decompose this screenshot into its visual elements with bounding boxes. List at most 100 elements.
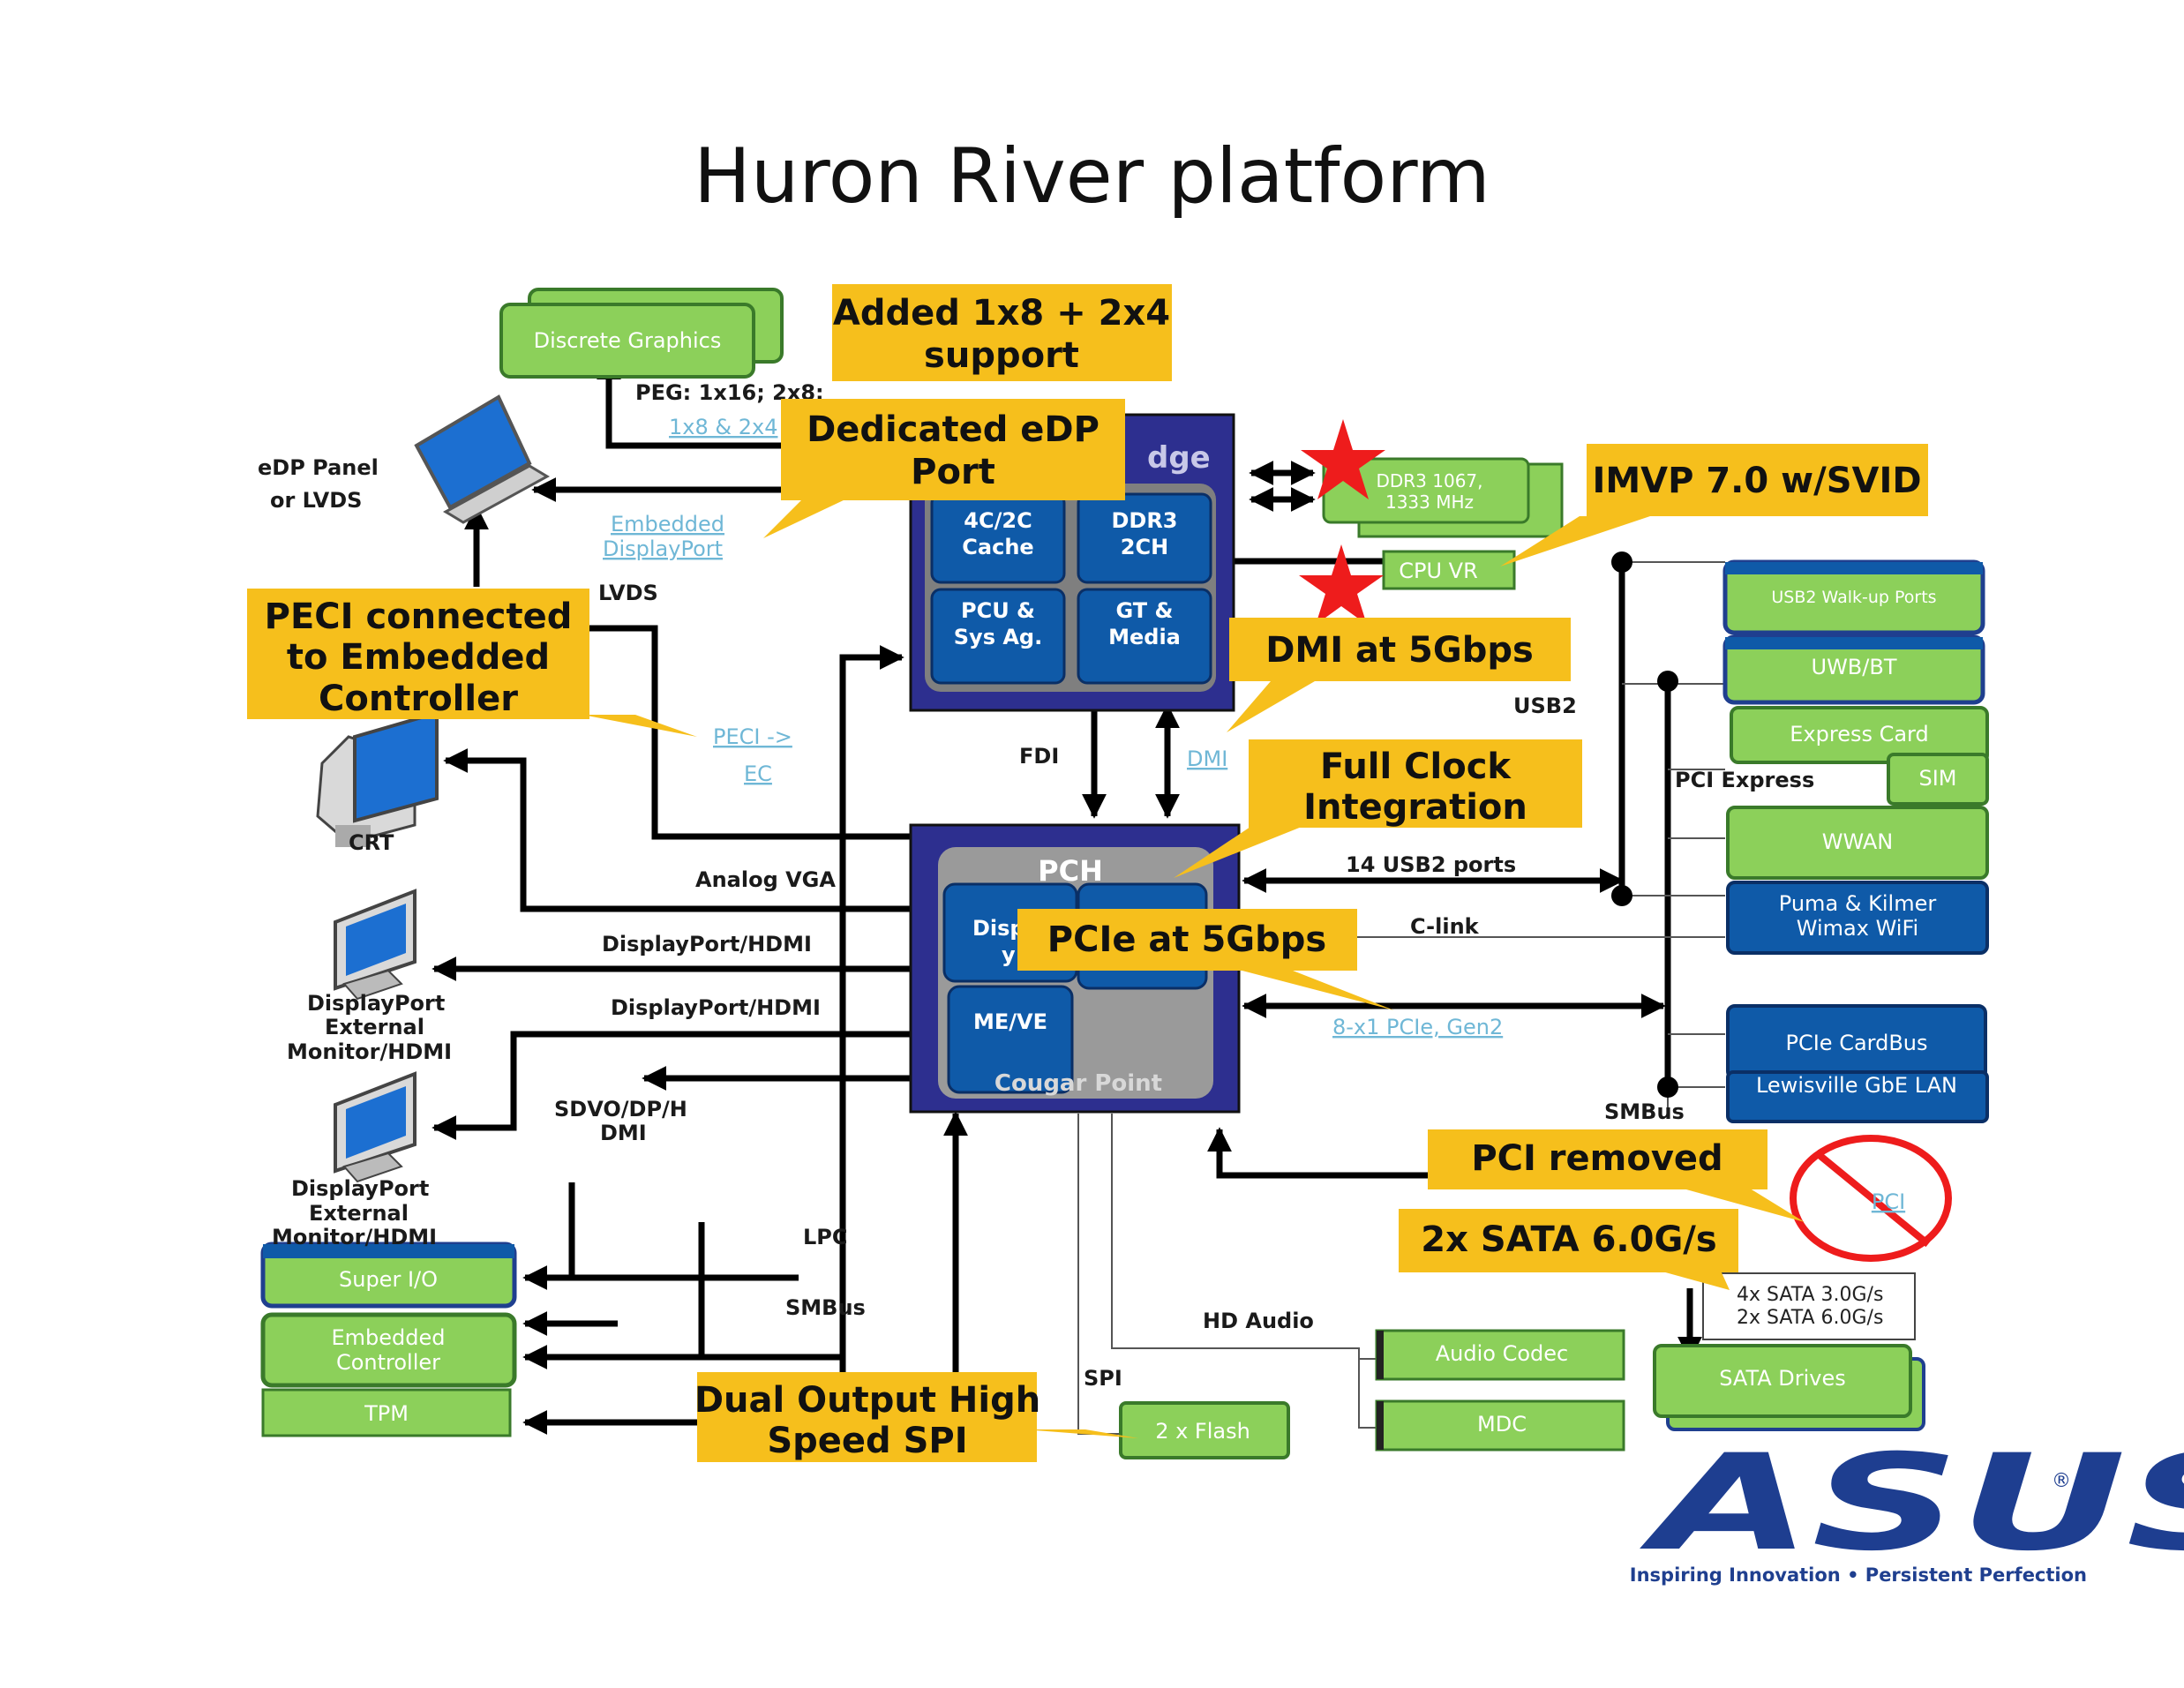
svg-text:PCIe at 5Gbps: PCIe at 5Gbps — [1047, 919, 1326, 960]
svg-text:y: y — [1002, 942, 1016, 967]
pci-removed-icon: PCI — [1790, 1135, 1952, 1262]
svg-text:CPU VR: CPU VR — [1399, 559, 1478, 583]
callout-added-support: Added 1x8 + 2x4 support — [832, 284, 1172, 381]
cpu-cell: PCU & Sys Ag. — [930, 588, 1066, 685]
lvds-label: LVDS — [598, 581, 658, 605]
express-card-box: Express Card — [1730, 706, 1989, 764]
svg-text:MDC: MDC — [1477, 1412, 1527, 1437]
pci-express-label: PCI Express — [1675, 768, 1814, 792]
svg-text:DisplayPort: DisplayPort — [307, 991, 445, 1016]
peci-link: PECI -> — [713, 724, 792, 749]
svg-text:PCIe CardBus: PCIe CardBus — [1785, 1031, 1927, 1055]
svg-text:Controller: Controller — [319, 679, 518, 719]
svg-text:WWAN: WWAN — [1822, 829, 1894, 854]
sata-drives-box: SATA Drives — [1653, 1344, 1925, 1431]
bus-dots — [1611, 551, 1678, 1098]
peci-link-2: EC — [744, 761, 772, 786]
svg-text:Media: Media — [1108, 625, 1181, 649]
analog-vga-label: Analog VGA — [695, 867, 836, 892]
callout-imvp: IMVP 7.0 w/SVID — [1500, 444, 1928, 566]
hd-audio-label: HD Audio — [1203, 1309, 1314, 1333]
svg-text:Super I/O: Super I/O — [339, 1267, 438, 1292]
mdc-box: MDC — [1375, 1399, 1625, 1452]
svg-text:Puma & Kilmer: Puma & Kilmer — [1779, 891, 1937, 916]
svg-text:Discrete Graphics: Discrete Graphics — [534, 328, 722, 353]
super-io-box: Super I/O — [260, 1242, 517, 1309]
me-ve-label: ME/VE — [973, 1009, 1047, 1034]
discrete-graphics-box: Discrete Graphics — [499, 288, 784, 379]
svg-text:Embedded: Embedded — [331, 1325, 445, 1350]
asus-logo: ASUS ® Inspiring Innovation • Persistent… — [1630, 1426, 2184, 1586]
dp-hdmi-2-connector — [432, 1031, 913, 1140]
sdvo-label: SDVO/DP/H — [554, 1097, 687, 1122]
svg-text:GT &: GT & — [1116, 598, 1174, 623]
svg-text:2x SATA 6.0G/s: 2x SATA 6.0G/s — [1421, 1219, 1716, 1260]
svg-text:Sys Ag.: Sys Ag. — [954, 625, 1042, 649]
svg-text:Monitor/HDMI: Monitor/HDMI — [272, 1225, 437, 1249]
cpu-cell: DDR3 2CH — [1077, 492, 1212, 584]
wwan-box: WWAN — [1726, 806, 1989, 880]
dp-hdmi-1-label: DisplayPort/HDMI — [602, 932, 812, 957]
svg-text:Lewisville GbE LAN: Lewisville GbE LAN — [1756, 1073, 1957, 1098]
svg-text:4C/2C: 4C/2C — [964, 508, 1032, 533]
callout-spi: Dual Output High Speed SPI — [694, 1372, 1138, 1462]
usb2-walkup-box: USB2 Walk-up Ports — [1722, 559, 1985, 635]
svg-text:Dual Output High: Dual Output High — [694, 1380, 1040, 1421]
svg-text:2x SATA 6.0G/s: 2x SATA 6.0G/s — [1737, 1307, 1883, 1329]
sdvo-label-2: DMI — [600, 1121, 647, 1145]
svg-text:PECI connected: PECI connected — [265, 596, 573, 637]
lpc-label: LPC — [803, 1225, 848, 1249]
star-icon — [1299, 544, 1384, 625]
dmi-link: DMI — [1187, 746, 1227, 771]
smbus-connector — [522, 1222, 705, 1369]
clink-label: C-link — [1410, 914, 1480, 939]
callout-pcie: PCIe at 5Gbps — [1017, 909, 1394, 1010]
connection-lines — [432, 355, 1702, 1435]
svg-text:Speed SPI: Speed SPI — [767, 1421, 967, 1461]
callout-peci: PECI connected to Embedded Controller — [247, 589, 697, 737]
svg-text:PCU &: PCU & — [961, 598, 1035, 623]
page-title: Huron River platform — [694, 132, 1490, 221]
lpc-connector — [522, 1182, 575, 1290]
peci-connector — [589, 625, 913, 840]
pcie-cardbus-box: PCIe CardBus — [1726, 1004, 1987, 1080]
svg-text:PCI: PCI — [1872, 1189, 1905, 1214]
svg-text:Dedicated eDP: Dedicated eDP — [807, 409, 1100, 450]
laptop-icon — [414, 394, 551, 524]
asus-tagline: Inspiring Innovation • Persistent Perfec… — [1630, 1564, 2087, 1586]
svg-text:Cache: Cache — [962, 535, 1033, 559]
svg-text:PCI removed: PCI removed — [1471, 1138, 1722, 1179]
callout-dmi: DMI at 5Gbps — [1227, 618, 1571, 732]
svg-text:DDR3: DDR3 — [1111, 508, 1177, 533]
svg-text:1333 MHz: 1333 MHz — [1385, 491, 1474, 513]
peg-link: 1x8 & 2x4 — [669, 415, 777, 439]
svg-text:SIM: SIM — [1918, 766, 1956, 791]
svg-text:Wimax WiFi: Wimax WiFi — [1797, 916, 1918, 941]
spi-label: SPI — [1084, 1366, 1122, 1391]
svg-text:Monitor/HDMI: Monitor/HDMI — [287, 1039, 452, 1064]
link-labels: 1x8 & 2x4 Embedded DisplayPort PECI -> E… — [603, 415, 1503, 1039]
embedded-dp-link-2: DisplayPort — [603, 536, 723, 561]
cpu-vr-box: CPU VR — [1382, 550, 1516, 590]
star-icon — [1301, 419, 1385, 499]
svg-text:2 x Flash: 2 x Flash — [1155, 1419, 1250, 1444]
svg-text:Integration: Integration — [1303, 787, 1527, 828]
callout-sata: 2x SATA 6.0G/s — [1399, 1209, 1738, 1290]
svg-text:Express Card: Express Card — [1790, 722, 1929, 746]
svg-text:Disp: Disp — [972, 916, 1025, 941]
cpu-cell: 4C/2C Cache — [930, 492, 1066, 584]
svg-text:Port: Port — [911, 452, 995, 492]
lewisville-box: Lewisville GbE LAN — [1726, 1070, 1989, 1123]
crt-label: CRT — [349, 830, 394, 855]
svg-text:UWB/BT: UWB/BT — [1812, 655, 1897, 679]
usb2-label: USB2 — [1513, 694, 1577, 718]
svg-text:DisplayPort: DisplayPort — [291, 1176, 429, 1201]
svg-text:DMI at 5Gbps: DMI at 5Gbps — [1265, 630, 1534, 671]
puma-kilmer-box: Puma & Kilmer Wimax WiFi — [1726, 881, 1989, 955]
svg-text:2CH: 2CH — [1121, 535, 1168, 559]
svg-text:to Embedded: to Embedded — [287, 637, 550, 678]
edp-panel-label: eDP Panel — [258, 455, 379, 480]
svg-text:USB2 Walk-up Ports: USB2 Walk-up Ports — [1771, 588, 1936, 607]
ddr3-box: DDR3 1067, 1333 MHz — [1322, 457, 1564, 538]
